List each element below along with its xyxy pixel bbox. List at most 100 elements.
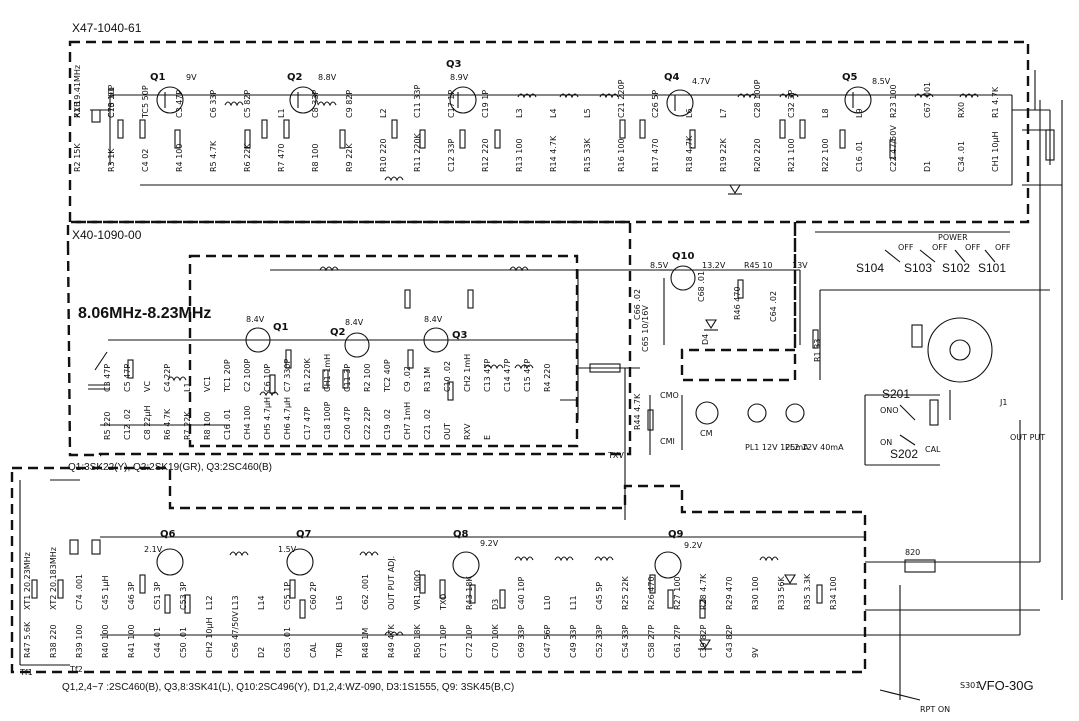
component-label: C50 .01 xyxy=(179,627,188,658)
component-label: R45 10 xyxy=(744,261,772,270)
mid-q2-label: Q2 xyxy=(330,327,346,338)
switch-off-2: OFF xyxy=(932,243,948,252)
mid-transistor-legend: Q1:3SK22(Y), Q2:2SK19(GR), Q3:2SC460(B) xyxy=(68,462,272,473)
component-label: C14 47P xyxy=(503,359,512,392)
component-label: D3 xyxy=(491,599,500,610)
component-label: R46 470 xyxy=(733,286,742,320)
component-label: R41 100 xyxy=(127,624,136,658)
board-x40-outline xyxy=(66,220,632,457)
component-label: C7 330P xyxy=(283,359,292,392)
component-label: C21 .02 xyxy=(423,409,432,440)
component-label: R4 100 xyxy=(175,144,184,172)
component-label: C8 33P xyxy=(311,90,320,118)
component-label: C21 220P xyxy=(617,79,626,118)
component-label: C8 22μH xyxy=(143,405,152,440)
component-label: L6 xyxy=(685,108,694,118)
tf1-label: Tf1 xyxy=(19,668,33,677)
component-label: C22 22P xyxy=(363,407,372,440)
component-label: C3 47P xyxy=(175,90,184,118)
mid-q3-label: Q3 xyxy=(452,330,468,341)
component-label: R43 18K xyxy=(465,576,474,610)
component-label: C12 33P xyxy=(447,139,456,172)
component-label: C69 33P xyxy=(517,625,526,658)
component-label: R4 220 xyxy=(543,364,552,392)
component-label: R5 4.7K xyxy=(209,140,218,172)
bottom-board-wiring xyxy=(19,100,1041,666)
top-transistor-q2 xyxy=(289,86,317,114)
component-label: R5 220 xyxy=(103,412,112,440)
component-label: C56 47/50V xyxy=(231,611,240,658)
component-label: R8 100 xyxy=(311,144,320,172)
q9-label: Q9 xyxy=(668,529,684,540)
component-label: C62 .001 xyxy=(361,574,370,610)
component-label: R48 1M xyxy=(361,628,370,658)
component-label: 13V xyxy=(792,261,808,270)
component-label: CH2 10μH xyxy=(205,617,214,658)
bottom-transistor-q7 xyxy=(286,548,314,576)
model-label: VFO-30G xyxy=(978,678,1034,693)
component-label: C12 .02 xyxy=(123,409,132,440)
component-label: C44 .01 xyxy=(153,627,162,658)
q6-label: Q6 xyxy=(160,529,176,540)
component-label: C64 .02 xyxy=(769,291,778,322)
component-label: X1 19.41MHz xyxy=(73,65,82,118)
component-label: L13 xyxy=(231,595,240,610)
component-label: CH6 4.7μH xyxy=(283,397,292,440)
component-label: R39 100 xyxy=(75,624,84,658)
component-label: C4 22P xyxy=(163,364,172,392)
switch-on: ON xyxy=(880,438,892,447)
component-label: R23 100 xyxy=(889,84,898,118)
component-label: OUT xyxy=(443,423,452,440)
switch-s101: S101 xyxy=(978,261,1006,275)
switch-cal: CAL xyxy=(925,445,941,454)
output-label: OUT PUT xyxy=(1010,433,1045,442)
bottom-transistor-q8 xyxy=(452,551,480,579)
component-label: TC1 20P xyxy=(223,359,232,393)
component-label: C19 1P xyxy=(481,90,490,118)
component-label: C6 33P xyxy=(209,90,218,118)
bottom-board-parts xyxy=(31,539,823,650)
component-label: TC5 50P xyxy=(141,85,150,119)
component-label: C4 02 xyxy=(141,149,150,172)
component-label: R38 220 xyxy=(49,624,58,658)
component-label: E xyxy=(483,435,492,440)
component-label: R12 220 xyxy=(481,138,490,172)
component-label: C10 .01 xyxy=(107,87,116,118)
switch-s104: S104 xyxy=(856,261,884,275)
mid-q2-voltage: 8.4V xyxy=(345,318,364,327)
q10-voltage-in: 8.5V xyxy=(650,261,669,270)
component-label: L1 xyxy=(183,382,192,392)
component-label: L10 xyxy=(543,595,552,610)
meter-cmo: CMO xyxy=(660,391,679,400)
component-label: R28 4.7K xyxy=(699,573,708,610)
component-label: L8 xyxy=(821,108,830,118)
component-label: L12 xyxy=(205,595,214,610)
q1-label: Q1 xyxy=(150,72,166,83)
component-label: C45 1μH xyxy=(101,575,110,610)
component-label: C2 100P xyxy=(243,359,252,392)
component-label: C34 .01 xyxy=(957,141,966,172)
q10-label: Q10 xyxy=(672,251,694,262)
board-x47-outline xyxy=(68,40,1030,224)
component-label: C47 56P xyxy=(543,625,552,658)
lamp-pl2: PL2 12V 40mA xyxy=(785,443,844,452)
component-label: R30 100 xyxy=(751,576,760,610)
component-label: R7 22K xyxy=(183,411,192,440)
q7-voltage: 1.5V xyxy=(278,545,297,554)
component-label: C39 82P xyxy=(699,625,708,658)
top-board-parts xyxy=(91,93,979,195)
component-label: R13 100 xyxy=(515,138,524,172)
meter-cmi: CMI xyxy=(660,437,675,446)
component-label: C55 1P xyxy=(283,582,292,610)
mid-transistor-q1 xyxy=(245,327,271,353)
component-label: R35 3.3K xyxy=(803,573,812,610)
component-label: R3 1M xyxy=(423,367,432,392)
q10-voltage-out: 13.2V xyxy=(702,261,726,270)
tf2-label: Tf2 xyxy=(69,665,83,674)
component-label: VR1 500Ω xyxy=(413,570,422,610)
top-transistor-q4 xyxy=(666,89,694,117)
component-label: C40 10P xyxy=(517,577,526,610)
component-label: C22 47/50V xyxy=(889,125,898,172)
